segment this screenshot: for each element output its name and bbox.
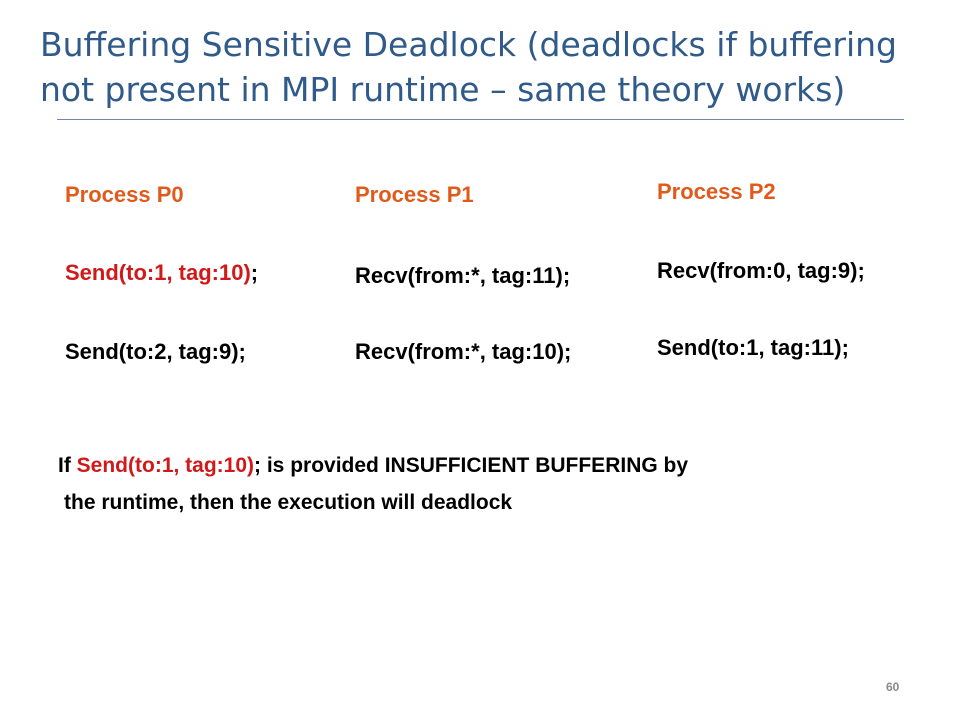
process-p2-header: Process P2: [657, 179, 776, 204]
process-p0-line-1: Send(to:1, tag:10);: [65, 259, 258, 287]
process-p1-line-1: Recv(from:*, tag:11);: [355, 263, 571, 288]
note-rest: ; is provided INSUFFICIENT BUFFERING by: [254, 454, 689, 477]
process-p1-header: Process P1: [355, 182, 474, 207]
process-p0-send-call: Send(to:1, tag:10): [65, 260, 251, 285]
process-p0-line-2: Send(to:2, tag:9);: [65, 339, 246, 364]
note-send-call: Send(to:1, tag:10): [76, 454, 255, 477]
slide-title: Buffering Sensitive Deadlock (deadlocks …: [40, 22, 930, 112]
page-number: 60: [886, 680, 900, 694]
process-p0-line-1-suffix: ;: [250, 260, 259, 285]
slide-title-line-1: Buffering Sensitive Deadlock (deadlocks …: [40, 25, 897, 64]
process-p2-line-2: Send(to:1, tag:11);: [657, 335, 849, 360]
process-p2-line-1: Recv(from:0, tag:9);: [657, 258, 865, 283]
note-line-1: If Send(to:1, tag:10); is provided INSUF…: [58, 452, 688, 480]
process-p1-line-2: Recv(from:*, tag:10);: [355, 339, 572, 364]
note-line-2: the runtime, then the execution will dea…: [64, 491, 513, 514]
note-prefix: If: [58, 454, 77, 477]
title-divider: [57, 119, 904, 120]
slide-title-line-2: not present in MPI runtime – same theory…: [40, 70, 846, 109]
process-p0-header: Process P0: [65, 182, 184, 207]
